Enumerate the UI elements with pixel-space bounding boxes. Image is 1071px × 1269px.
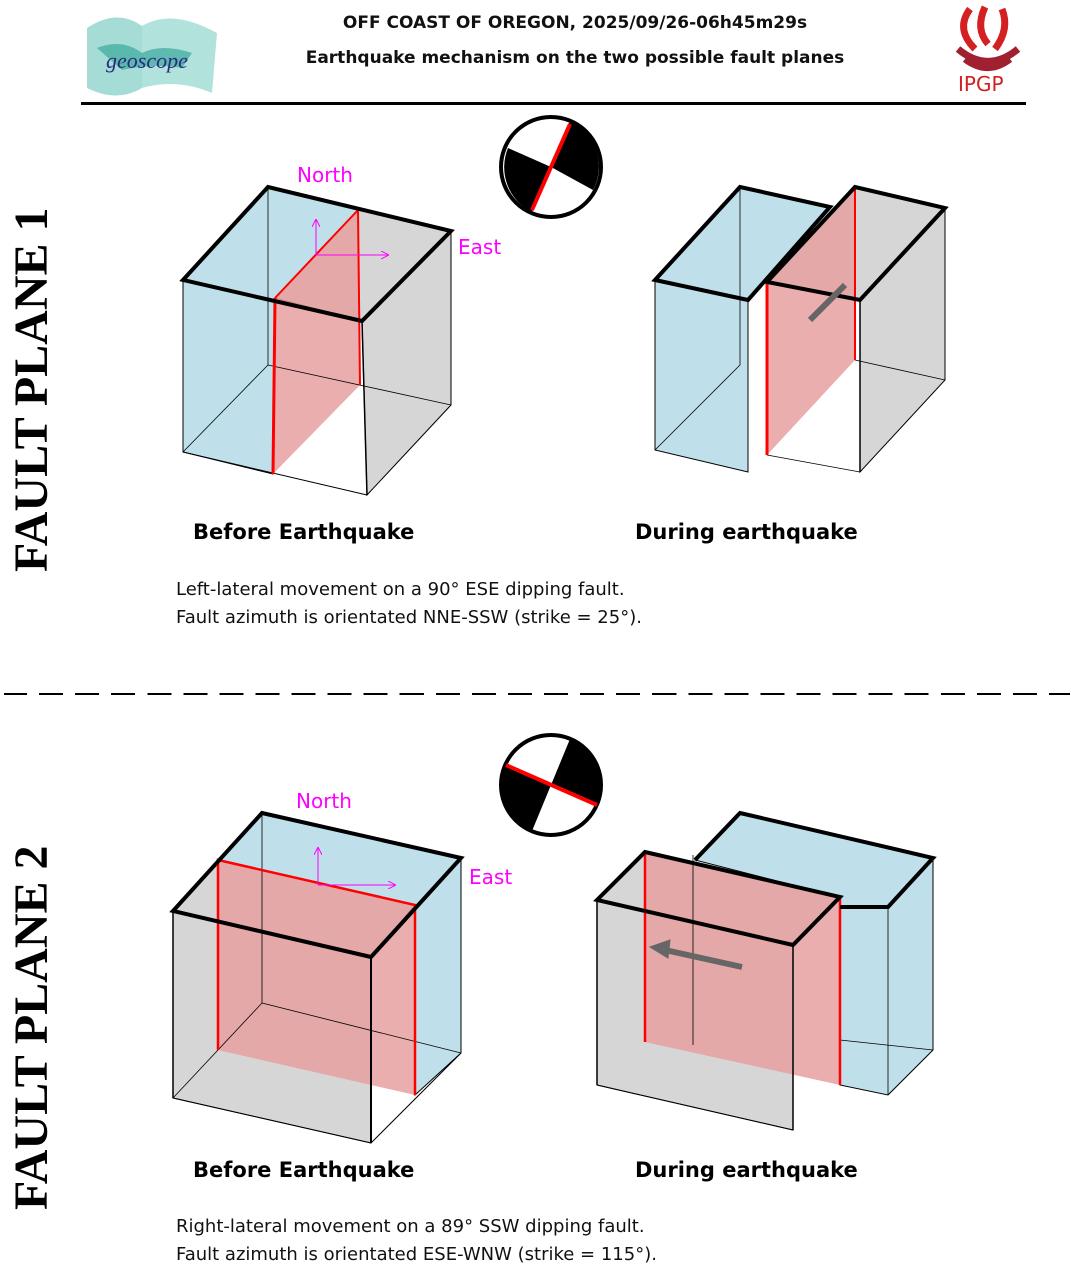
description-2-line2: Fault azimuth is orientated ESE-WNW (str…: [176, 1244, 657, 1265]
header-rule: [81, 102, 1026, 105]
block-diagram-plane2-before: [169, 810, 465, 1144]
north-label-2: North: [296, 789, 352, 813]
before-caption-1: Before Earthquake: [193, 520, 415, 544]
description-1-line1: Left-lateral movement on a 90° ESE dippi…: [176, 579, 625, 600]
north-label-1: North: [297, 163, 353, 187]
beachball-1: [499, 115, 603, 219]
east-label-1: East: [458, 235, 502, 259]
block-diagram-plane1-before: [179, 184, 455, 497]
page-subtitle: Earthquake mechanism on the two possible…: [305, 48, 845, 68]
description-2: Right-lateral movement on a 89° SSW dipp…: [176, 1213, 657, 1269]
slip-arrow: [807, 282, 848, 323]
description-1: Left-lateral movement on a 90° ESE dippi…: [176, 576, 642, 632]
block-diagram-plane1-during: [651, 184, 949, 474]
page-title: OFF COAST OF OREGON, 2025/09/26-06h45m29…: [342, 13, 808, 33]
ipgp-logo: IPGP: [950, 4, 1026, 96]
section-divider: [4, 693, 1070, 695]
block-diagram-plane2-during: [593, 810, 937, 1131]
during-caption-1: During earthquake: [635, 520, 858, 544]
east-label-2: East: [469, 865, 513, 889]
during-caption-2: During earthquake: [635, 1158, 858, 1182]
geoscope-logo: geoscope: [82, 8, 222, 96]
description-2-line1: Right-lateral movement on a 89° SSW dipp…: [176, 1216, 645, 1237]
before-caption-2: Before Earthquake: [193, 1158, 415, 1182]
description-1-line2: Fault azimuth is orientated NNE-SSW (str…: [176, 607, 642, 628]
beachball-2: [499, 733, 603, 837]
slip-arrow: [664, 947, 743, 970]
